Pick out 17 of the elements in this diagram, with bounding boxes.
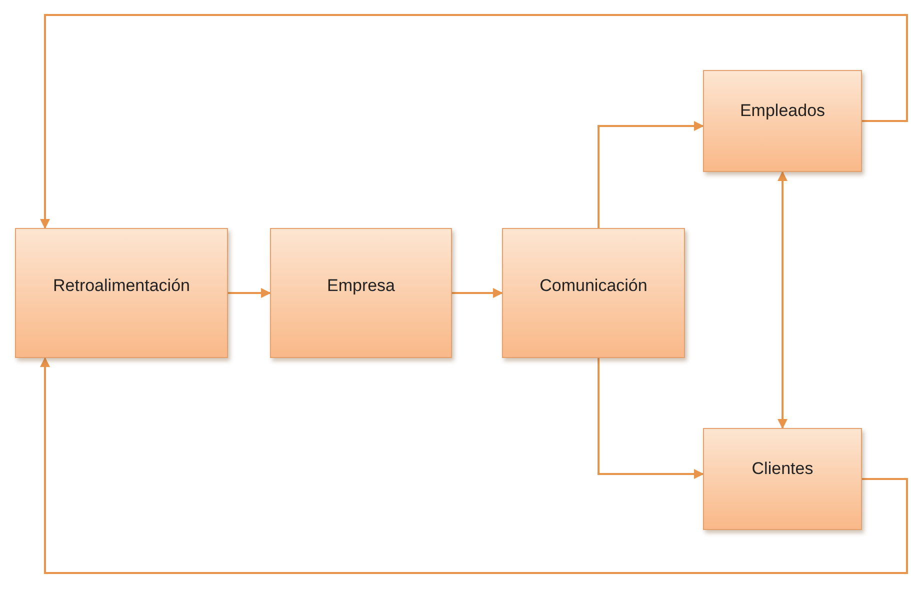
process-box [15, 228, 228, 358]
process-box [502, 228, 685, 358]
box-label: Comunicación [540, 276, 648, 296]
arrow [778, 171, 788, 429]
box-label: Empresa [326, 276, 396, 296]
arrow [598, 358, 704, 479]
arrow [228, 288, 271, 298]
box-label: Empleados [740, 101, 826, 121]
process-box [703, 428, 862, 530]
box-label: Retroalimentación [52, 276, 190, 296]
process-box [703, 70, 862, 172]
arrow [40, 357, 908, 574]
arrow [598, 121, 704, 228]
box-label: Clientes [752, 459, 814, 479]
arrow [452, 288, 503, 298]
arrow [40, 14, 908, 229]
process-box [270, 228, 452, 358]
